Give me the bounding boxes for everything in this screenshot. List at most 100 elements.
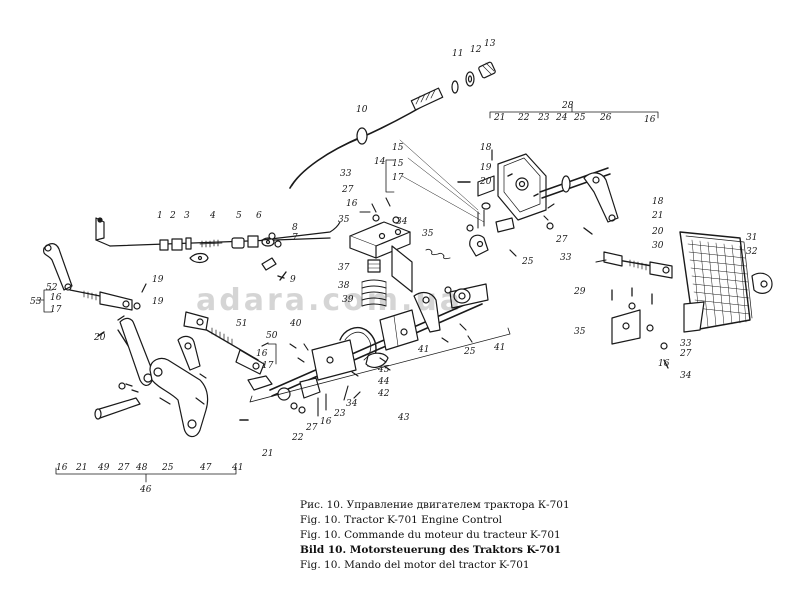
part-label: 17 (262, 361, 274, 371)
part-label: 4 (209, 211, 216, 221)
part-label: 27 (305, 423, 318, 433)
part-label: 28 (561, 101, 574, 111)
part-label: 50 (266, 331, 278, 341)
part-label: 26 (599, 113, 612, 123)
part-label: 20 (93, 333, 106, 343)
part-label: 29 (573, 287, 586, 297)
part-label: 31 (746, 233, 757, 243)
part-label: 11 (452, 49, 463, 59)
part-label: 41 (493, 343, 505, 353)
upper-right-bracket (497, 153, 619, 235)
part-label: 25 (161, 463, 174, 473)
part-label: 42 (377, 389, 390, 399)
part-label: 20 (479, 177, 492, 187)
part-label: 16 (320, 417, 332, 427)
part-label: 19 (480, 163, 492, 173)
spring-and-plate-assembly (349, 197, 451, 307)
part-label: 5 (236, 211, 242, 221)
part-label: 15 (392, 159, 404, 169)
part-labels: 1 2 3 4 5 6 7 8 9 10 11 12 13 14 15 15 1… (30, 39, 758, 495)
part-label: 33 (340, 169, 352, 179)
main-shaft-assembly (269, 283, 489, 417)
figure-caption-block: Рис. 10. Управление двигателем трактора … (300, 498, 780, 573)
throttle-cable-assembly (289, 61, 496, 189)
part-label: 21 (75, 463, 87, 473)
part-label: 52 (46, 283, 58, 293)
part-label: 41 (417, 345, 429, 355)
part-label: 14 (374, 157, 386, 167)
part-label: 1 (157, 211, 163, 221)
clevis-tie-rod (457, 149, 517, 257)
part-label: 48 (135, 463, 148, 473)
caption-spanish: Fig. 10. Mando del motor del tractor K-7… (300, 559, 530, 571)
part-label: 12 (470, 45, 482, 55)
part-label: 44 (377, 377, 390, 387)
part-label: 45 (377, 365, 390, 375)
part-label: 35 (422, 229, 434, 239)
part-label: 3 (184, 211, 190, 221)
part-label: 27 (679, 349, 692, 359)
part-label: 34 (680, 371, 692, 381)
part-label: 35 (338, 215, 350, 225)
part-label: 27 (341, 185, 354, 195)
watermark-text: adara.com.ua (196, 283, 463, 318)
part-label: 15 (392, 143, 404, 153)
part-label: 19 (152, 275, 164, 285)
part-label: 19 (152, 297, 164, 307)
part-label: 17 (392, 173, 404, 183)
part-label: 18 (480, 143, 492, 153)
part-label: 27 (117, 463, 130, 473)
part-label: 24 (555, 113, 568, 123)
part-label: 7 (292, 233, 298, 243)
part-label: 16 (644, 115, 656, 125)
part-label: 22 (517, 113, 530, 123)
part-label: 51 (236, 319, 247, 329)
part-label: 38 (338, 281, 350, 291)
caption-english: Fig. 10. Tractor K-701 Engine Control (300, 514, 503, 526)
part-label: 21 (261, 449, 273, 459)
part-label: 53 (30, 297, 42, 307)
caption-german: Bild 10. Motorsteuerung des Traktors K-7… (300, 544, 562, 556)
center-link-rod (183, 311, 273, 391)
part-label: 23 (537, 113, 550, 123)
part-label: 16 (256, 349, 268, 359)
part-label: 18 (652, 197, 664, 207)
part-label: 16 (50, 293, 62, 303)
part-label: 13 (484, 39, 496, 49)
part-label: 6 (256, 211, 262, 221)
control-rod-assembly (95, 217, 341, 281)
part-label: 32 (746, 247, 758, 257)
part-label: 35 (574, 327, 586, 337)
part-label: 39 (342, 295, 354, 305)
part-label: 2 (169, 211, 176, 221)
part-label: 37 (338, 263, 350, 273)
part-label: 34 (346, 399, 358, 409)
part-label: 25 (521, 257, 534, 267)
part-label: 23 (333, 409, 346, 419)
part-label: 20 (651, 227, 664, 237)
part-label: 16 (658, 359, 670, 369)
accelerator-pedal-assembly (595, 231, 773, 369)
part-label: 46 (139, 485, 152, 495)
part-label: 33 (560, 253, 572, 263)
lower-left-bracket (94, 335, 249, 438)
part-label: 16 (346, 199, 358, 209)
part-label: 49 (97, 463, 110, 473)
part-label: 41 (231, 463, 243, 473)
caption-russian: Рис. 10. Управление двигателем трактора … (300, 499, 570, 511)
part-label: 40 (289, 319, 302, 329)
caption-french: Fig. 10. Commande du moteur du tracteur … (300, 529, 561, 541)
part-label: 10 (356, 105, 368, 115)
part-label: 9 (290, 275, 296, 285)
part-label: 33 (680, 339, 692, 349)
part-label: 34 (396, 217, 408, 227)
part-label: 43 (397, 413, 410, 423)
part-label: 25 (463, 347, 476, 357)
part-label: 17 (50, 305, 62, 315)
part-label: 8 (292, 223, 298, 233)
part-label: 30 (652, 241, 664, 251)
part-label: 21 (651, 211, 663, 221)
callout-brackets (35, 103, 659, 483)
part-label: 47 (199, 463, 212, 473)
